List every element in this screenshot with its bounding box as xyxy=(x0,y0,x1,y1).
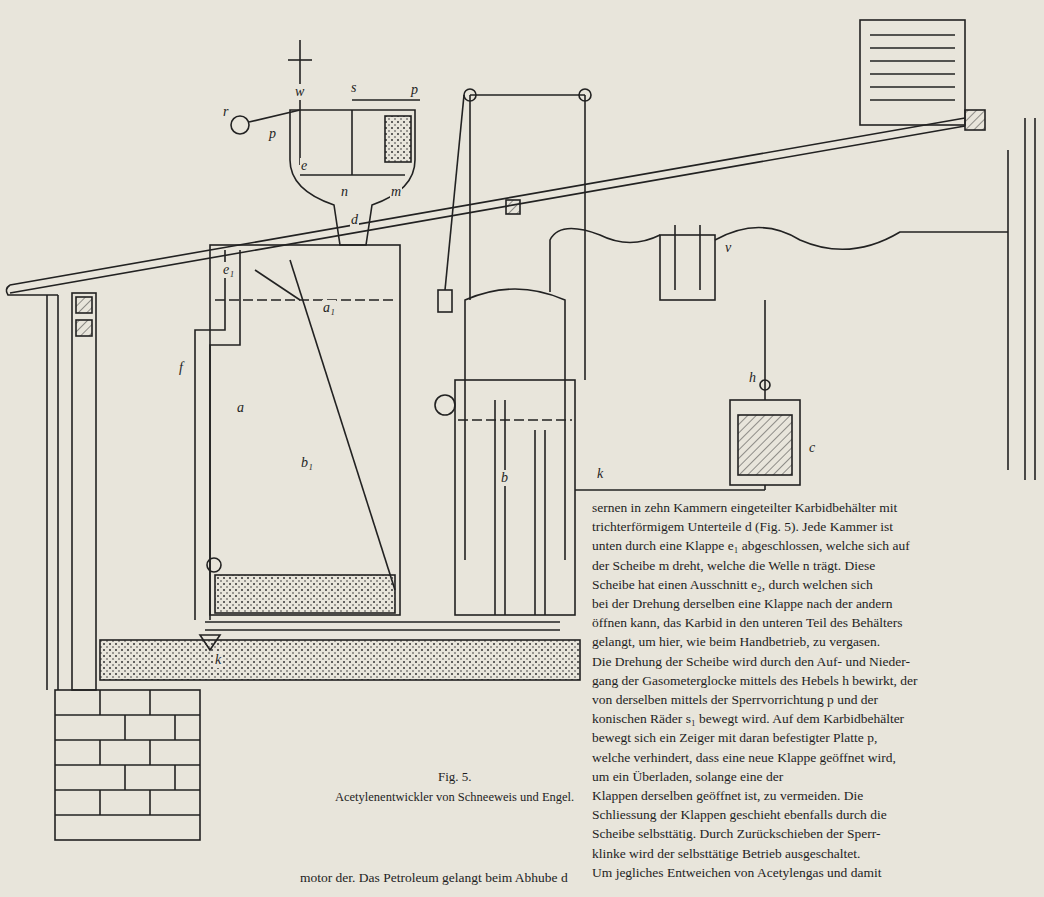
part-letter: b₁ xyxy=(300,455,314,471)
part-letter: m xyxy=(390,184,402,200)
body-text-line: bewegt sich ein Zeiger mit daran befesti… xyxy=(592,730,877,746)
part-letter: e xyxy=(300,158,308,174)
part-letter: f xyxy=(178,360,184,376)
body-text-line: motor der. Das Petroleum gelangt beim Ab… xyxy=(300,870,568,886)
body-text-line: der Scheibe m dreht, welche die Welle n … xyxy=(592,558,875,574)
body-text-line: gelangt, um hier, wie beim Handbetrieb, … xyxy=(592,634,880,650)
part-letter: b xyxy=(500,470,509,486)
body-text-line: Die Drehung der Scheibe wird durch den A… xyxy=(592,654,910,670)
part-letter: a₁ xyxy=(322,300,336,316)
part-letter: k xyxy=(596,466,604,482)
part-letter: n xyxy=(340,184,349,200)
part-letter: v xyxy=(724,240,732,256)
part-letter: d xyxy=(350,212,359,228)
body-text-line: Scheibe hat einen Ausschnitt e₂, durch w… xyxy=(592,577,873,593)
part-letter: p xyxy=(410,82,419,98)
figure-caption: Acetylenentwickler von Schneeweis und En… xyxy=(335,790,574,804)
body-text-line: Klappen derselben geöffnet ist, zu verme… xyxy=(592,788,863,804)
body-text-line: öffnen kann, das Karbid in den unteren T… xyxy=(592,615,902,631)
body-text-line: welche verhindert, dass eine neue Klappe… xyxy=(592,750,896,766)
body-text-line: Um jegliches Entweichen von Acetylengas … xyxy=(592,865,881,881)
part-letter: w xyxy=(294,84,305,100)
body-text-line: von derselben mittels der Sperrvorrichtu… xyxy=(592,692,878,708)
body-text-line: um ein Überladen, solange eine der xyxy=(592,769,783,785)
body-text-line: klinke wird der selbsttätige Betrieb aus… xyxy=(592,846,860,862)
body-text-line: unten durch eine Klappe e₁ abgeschlossen… xyxy=(592,538,910,554)
body-text-line: Schliessung der Klappen geschieht ebenfa… xyxy=(592,807,887,823)
part-letter: a xyxy=(236,400,245,416)
body-text-line: Scheibe selbsttätig. Durch Zurückschiebe… xyxy=(592,826,880,842)
figure-number: Fig. 5. xyxy=(438,770,472,785)
body-text-line: konischen Räder s₁ bewegt wird. Auf dem … xyxy=(592,711,904,727)
part-letter: e₁ xyxy=(222,262,235,278)
body-text-line: bei der Drehung derselben eine Klappe na… xyxy=(592,596,893,612)
body-text-line: trichterförmigem Unterteile d (Fig. 5). … xyxy=(592,519,893,535)
part-letter: c xyxy=(808,440,816,456)
part-letter: r xyxy=(222,104,229,120)
part-letter: k xyxy=(214,652,222,668)
body-text-line: gang der Gasometerglocke mittels des Heb… xyxy=(592,673,918,689)
part-letter: h xyxy=(748,370,757,386)
part-letter: p xyxy=(268,126,277,142)
body-text-line: sernen in zehn Kammern eingeteilter Karb… xyxy=(592,500,897,516)
part-letter: s xyxy=(350,80,357,96)
